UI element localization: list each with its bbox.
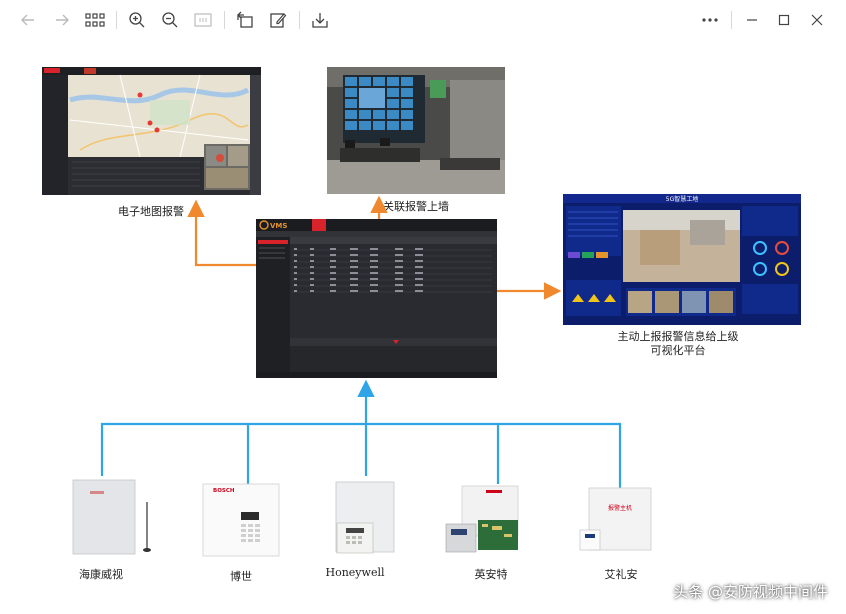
device-bosch: BOSCH (203, 484, 279, 556)
caption-aj: 艾礼安 (605, 567, 638, 581)
dashboard-title: 5G智慧工地 (666, 195, 698, 203)
close-icon[interactable] (805, 8, 829, 32)
download-icon[interactable] (308, 8, 332, 32)
vms-alarm-screenshot: VMS (256, 219, 497, 378)
video-wall-photo (327, 67, 505, 194)
caption-hikvision: 海康威视 (79, 567, 123, 581)
zoom-in-icon[interactable] (125, 8, 149, 32)
device-ademco (446, 486, 518, 552)
fit-screen-icon[interactable] (191, 8, 215, 32)
arrow-to-map (196, 204, 256, 265)
minimize-icon[interactable] (740, 8, 764, 32)
back-arrow-icon[interactable] (16, 8, 40, 32)
edit-icon[interactable] (266, 8, 290, 32)
caption-map-alarm: 电子地图报警 (118, 204, 184, 218)
device-connection-lines (102, 384, 620, 490)
caption-report-line2: 可视化平台 (651, 343, 706, 357)
maximize-icon[interactable] (772, 8, 796, 32)
device-honeywell (336, 482, 394, 553)
bosch-logo: BOSCH (213, 488, 235, 494)
caption-honeywell: Honeywell (326, 566, 385, 579)
forward-arrow-icon[interactable] (50, 8, 74, 32)
image-canvas: 电子地图报警 关联报警上墙 5G智慧工地 (0, 40, 846, 614)
rotate-icon[interactable] (233, 8, 257, 32)
caption-report: 主动上报报警信息给上级 (618, 329, 739, 343)
viewer-toolbar (0, 0, 846, 40)
zoom-out-icon[interactable] (158, 8, 182, 32)
device-hikvision (73, 480, 151, 554)
diagram: 电子地图报警 关联报警上墙 5G智慧工地 (0, 40, 846, 614)
more-icon[interactable] (698, 8, 722, 32)
device-aj: 报警主机 (580, 488, 651, 550)
grid-view-icon[interactable] (83, 8, 107, 32)
vms-logo: VMS (270, 222, 287, 230)
alarm-panel-label: 报警主机 (608, 504, 632, 512)
caption-ademco: 英安特 (475, 567, 508, 581)
watermark: 头条 @安防视频中间件 (673, 581, 828, 602)
caption-bosch: 博世 (230, 570, 252, 583)
caption-wall-alarm: 关联报警上墙 (383, 199, 449, 213)
dashboard-screenshot: 5G智慧工地 (563, 194, 801, 325)
map-alarm-screenshot (42, 67, 261, 195)
